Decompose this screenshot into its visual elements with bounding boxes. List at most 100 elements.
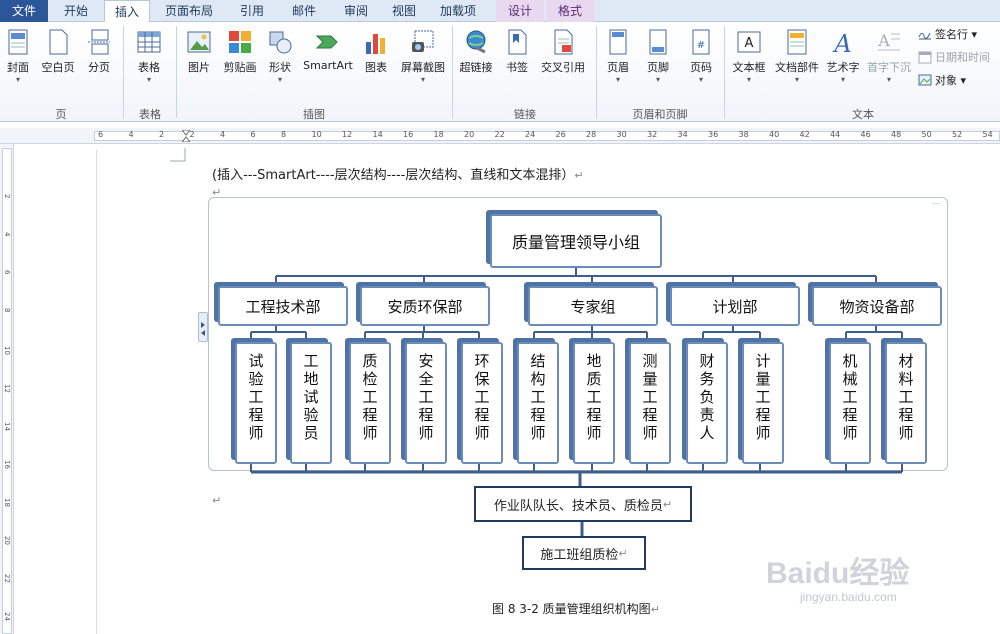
- textbox-button[interactable]: A 文本框▾: [730, 28, 768, 108]
- smartart-resize-handle[interactable]: ⋯: [932, 199, 940, 208]
- ruler-tick-label: 8: [3, 308, 11, 313]
- org-department-node[interactable]: 专家组: [528, 286, 658, 326]
- org-member-node[interactable]: 地质工程师: [573, 342, 615, 464]
- tab-mailings[interactable]: 邮件: [291, 4, 316, 18]
- bookmark-button[interactable]: 书签: [502, 28, 532, 108]
- tab-insert[interactable]: 插入: [104, 0, 150, 23]
- tab-format[interactable]: 格式: [546, 0, 594, 22]
- tab-view[interactable]: 视图: [391, 4, 416, 18]
- tab-review[interactable]: 审阅: [343, 4, 368, 18]
- screenshot-button[interactable]: 屏幕截图▾: [398, 28, 448, 108]
- signature-line-button[interactable]: 签名行 ▾: [918, 26, 977, 44]
- ruler-tick-label: 20: [464, 130, 475, 139]
- tab-page-layout[interactable]: 页面布局: [164, 4, 213, 18]
- org-department-node[interactable]: 工程技术部: [218, 286, 348, 326]
- ruler-tick-label: 2: [189, 130, 195, 139]
- ruler-tick-label: 28: [586, 130, 597, 139]
- team-leaders-box[interactable]: 作业队队长、技术员、质检员↵: [474, 486, 692, 522]
- picture-icon: [187, 31, 211, 53]
- tab-references[interactable]: 引用: [239, 4, 264, 18]
- org-department-node[interactable]: 物资设备部: [812, 286, 942, 326]
- ruler-tick-label: 4: [3, 232, 11, 237]
- ruler-tick-label: 14: [3, 422, 11, 431]
- ruler-tick-label: 8: [281, 130, 287, 139]
- tab-file[interactable]: 文件: [0, 0, 48, 22]
- cross-reference-button[interactable]: 交叉引用: [538, 28, 588, 108]
- chevron-icon: [201, 322, 205, 336]
- crew-qc-box[interactable]: 施工班组质检↵: [522, 536, 646, 570]
- quick-parts-button[interactable]: 文档部件▾: [772, 28, 822, 108]
- ruler-tick-label: 12: [342, 130, 353, 139]
- ruler-tick-label: 50: [921, 130, 932, 139]
- ruler-tick-label: 46: [860, 130, 871, 139]
- ruler-tick-label: 10: [3, 346, 11, 355]
- ruler-tick-label: 20: [3, 536, 11, 545]
- date-time-button[interactable]: 日期和时间: [918, 49, 990, 67]
- dropcap-button[interactable]: A 首字下沉▾: [864, 28, 914, 108]
- hyperlink-button[interactable]: 超链接: [458, 28, 494, 108]
- page-number-button[interactable]: # 页码▾: [686, 28, 716, 108]
- instruction-text[interactable]: (插入---SmartArt----层次结构----层次结构、直线和文本混排）↵: [212, 168, 584, 183]
- org-member-node[interactable]: 质检工程师: [349, 342, 391, 464]
- ruler-tick-label: 26: [555, 130, 566, 139]
- org-member-node[interactable]: 工地试验员: [290, 342, 332, 464]
- header-button[interactable]: 页眉▾: [604, 28, 632, 108]
- ruler-tick-label: 18: [433, 130, 444, 139]
- svg-text:#: #: [697, 40, 705, 51]
- org-member-node[interactable]: 计量工程师: [742, 342, 784, 464]
- org-member-node[interactable]: 机械工程师: [829, 342, 871, 464]
- org-department-node[interactable]: 计划部: [670, 286, 800, 326]
- org-member-node[interactable]: 财务负责人: [686, 342, 728, 464]
- group-label-text: 文本: [852, 108, 874, 121]
- shapes-button[interactable]: 形状▾: [264, 28, 296, 108]
- indent-marker-icon[interactable]: [180, 129, 192, 143]
- page-corner-mark: [170, 148, 186, 162]
- cover-page-button[interactable]: 封面▾: [4, 28, 32, 108]
- table-button[interactable]: 表格▾: [132, 28, 166, 108]
- ruler-tick-label: 48: [891, 130, 902, 139]
- shapes-icon: [269, 31, 292, 54]
- org-department-node[interactable]: 安质环保部: [360, 286, 490, 326]
- tab-design[interactable]: 设计: [496, 0, 544, 22]
- tab-addins[interactable]: 加载项: [439, 4, 476, 18]
- org-root-node[interactable]: 质量管理领导小组: [490, 214, 662, 268]
- tab-home[interactable]: 开始: [63, 4, 88, 18]
- ruler-tick-label: 18: [3, 498, 11, 507]
- wordart-button[interactable]: A 艺术字▾: [826, 30, 860, 84]
- blank-page-button[interactable]: 空白页: [40, 28, 76, 108]
- textbox-icon: A: [737, 31, 761, 53]
- menu-tab-bar: 文件 开始 插入 页面布局 引用 邮件 审阅 视图 加载项 设计 格式: [0, 0, 1000, 23]
- object-icon: [918, 74, 932, 86]
- svg-text:A: A: [832, 30, 851, 56]
- smartart-text-pane-toggle[interactable]: [198, 312, 208, 342]
- ruler-tick-label: 6: [250, 130, 256, 139]
- chart-button[interactable]: 图表: [360, 28, 392, 108]
- ruler-tick-label: 24: [525, 130, 536, 139]
- ruler-tick-label: 4: [220, 130, 226, 139]
- wordart-icon: A: [832, 30, 851, 56]
- org-member-node[interactable]: 材料工程师: [885, 342, 927, 464]
- org-member-node[interactable]: 环保工程师: [461, 342, 503, 464]
- org-member-node[interactable]: 结构工程师: [517, 342, 559, 464]
- org-member-node[interactable]: 测量工程师: [629, 342, 671, 464]
- picture-button[interactable]: 图片: [184, 28, 214, 108]
- ruler-tick-label: 38: [738, 130, 749, 139]
- org-member-node[interactable]: 试验工程师: [235, 342, 277, 464]
- calendar-icon: [918, 51, 932, 64]
- org-member-node[interactable]: 安全工程师: [405, 342, 447, 464]
- baidu-watermark-logo: Baidu经验: [766, 557, 910, 590]
- ruler-tick-label: 32: [647, 130, 658, 139]
- page-break-button[interactable]: 分页: [84, 28, 114, 108]
- footer-button[interactable]: 页脚▾: [644, 28, 672, 108]
- dropcap-icon: A: [877, 31, 900, 51]
- ruler-tick-label: 52: [952, 130, 963, 139]
- object-button[interactable]: 对象 ▾: [918, 72, 966, 90]
- smartart-button[interactable]: SmartArt: [302, 28, 354, 108]
- ruler-tick-label: 4: [128, 130, 134, 139]
- clipart-button[interactable]: 剪贴画: [220, 28, 260, 108]
- figure-caption[interactable]: 图 8 3-2 质量管理组织机构图↵: [492, 602, 660, 616]
- ruler-tick-label: 22: [3, 574, 11, 583]
- group-separator: [724, 26, 725, 118]
